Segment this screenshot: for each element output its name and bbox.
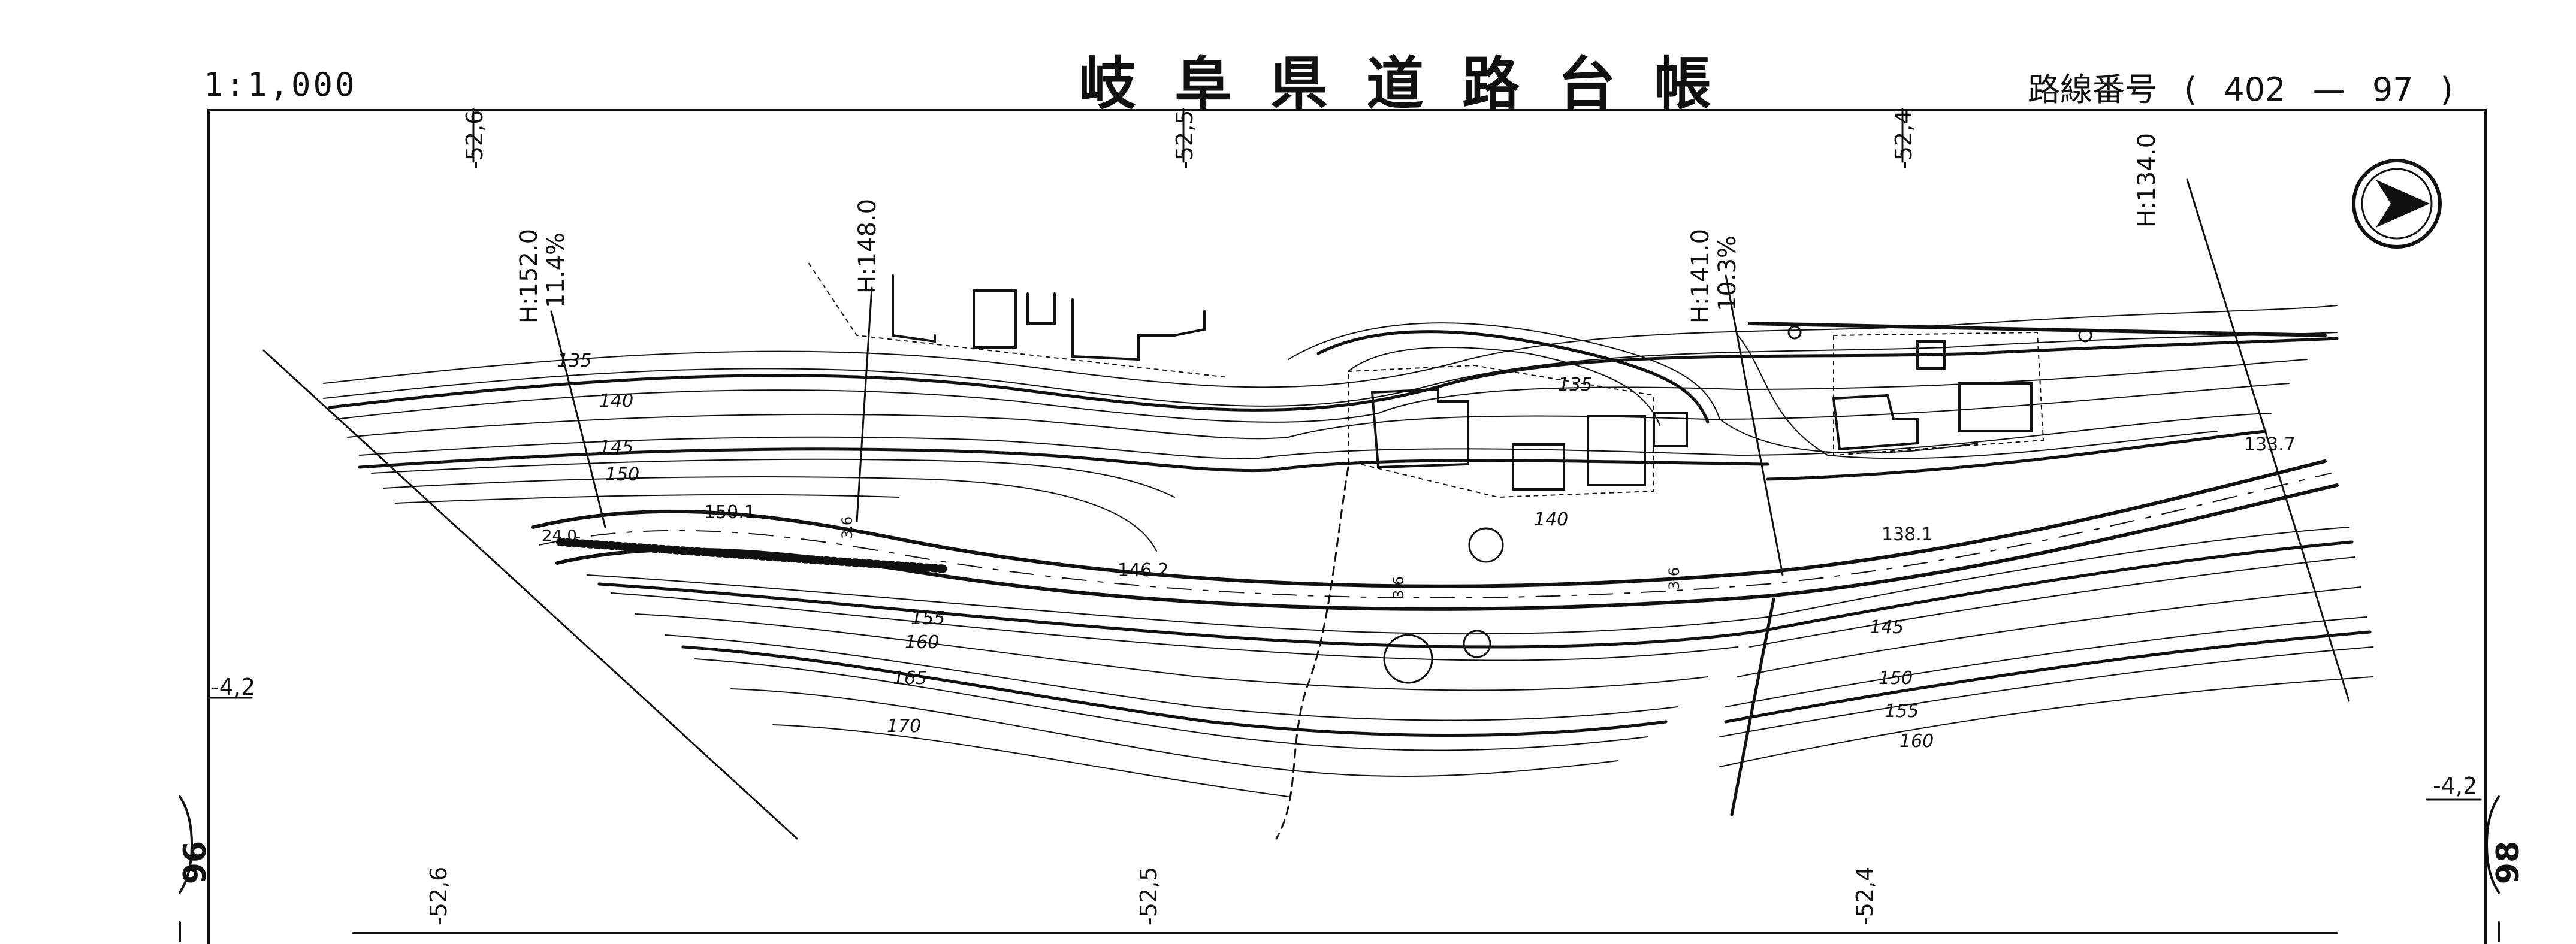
section-slope-1: 11.4% [542,232,570,308]
contour-label: 150 [605,464,640,485]
spot-height: 24.0 [542,527,577,545]
section-height-1: H:152.0 [515,228,543,323]
section-height-4: H:134.0 [2133,132,2161,228]
grid-label-right-side: -4,2 [2433,773,2478,799]
contour-label: 155 [1885,701,1919,722]
building-outline [892,274,936,343]
route-dash: — [2312,71,2345,108]
spot-height: 133.7 [2244,434,2296,455]
map-frame [207,109,2487,944]
section-slope-3: 10.3% [1714,235,1741,311]
route-number-label: 路線番号 [2028,71,2157,108]
drainage-channel [1730,597,1775,816]
trees [1383,527,1504,684]
contour-label: 145 [599,437,634,458]
route-open-paren: ( [2184,71,2197,108]
spot-height: 146.2 [1118,560,1169,581]
route-number: 路線番号 ( 402 — 97 ) [2019,63,2462,110]
building [1370,388,1469,469]
contour-label: 160 [905,632,940,653]
north-arrow-icon [2352,159,2442,249]
route-main-number: 402 [2224,71,2286,108]
section-line-1 [550,310,606,528]
section-line-2 [856,286,873,522]
contour-label: 170 [887,716,922,737]
contour-label: 160 [1899,731,1934,752]
contour-label: 140 [1534,509,1569,530]
lower-contours [587,527,2373,797]
building-outline [1071,298,1206,361]
section-height-2: H:148.0 [854,198,881,294]
left-bracket [179,795,194,894]
road [531,459,2339,611]
boundary-path [1275,466,1349,840]
building [973,289,1017,349]
survey-point [1787,325,1802,340]
buildings [892,274,2033,491]
contour-label: 135 [557,350,592,371]
right-bracket [2485,795,2500,894]
building-outline [1026,292,1056,325]
fence-line [1748,322,2327,337]
spot-height: 3.6 [839,516,856,539]
building [1958,382,2033,432]
contour-label: 165 [893,668,928,689]
tree-icon [1463,630,1491,658]
tree-icon [1383,634,1433,684]
upper-index-contours [328,330,2339,481]
map-scale: 1:1,000 [204,66,357,104]
route-close-paren: ) [2440,71,2453,108]
left-boundary [262,349,798,840]
spot-height: 3.6 [1390,576,1407,599]
property-boundaries [808,263,2045,498]
contour-label: 140 [599,391,634,412]
building [1653,412,1688,447]
contour-label: 135 [1558,374,1593,395]
grid-label-left-side: -4,2 [211,674,256,700]
lower-index-contours [597,540,2372,737]
section-line-4 [2186,178,2350,702]
contour-label: 155 [911,608,946,629]
contour-label: 150 [1879,668,1913,689]
building [1587,415,1646,486]
route-sub-number: 97 [2372,71,2414,108]
tree-icon [1468,527,1504,563]
retaining-wall-hatch [556,538,951,573]
building [1916,340,1946,370]
spot-height: 138.1 [1882,524,1933,545]
building [1512,443,1565,491]
building [1832,394,1919,451]
sheet-title: 岐阜県道路台帳 [1079,50,1750,117]
spot-height: 3.6 [1666,567,1683,590]
section-height-3: H:141.0 [1687,228,1714,323]
contour-label: 145 [1870,617,1904,638]
section-line-3 [1725,274,1784,576]
spot-height: 150.1 [704,502,756,523]
section-lines [550,178,2350,840]
